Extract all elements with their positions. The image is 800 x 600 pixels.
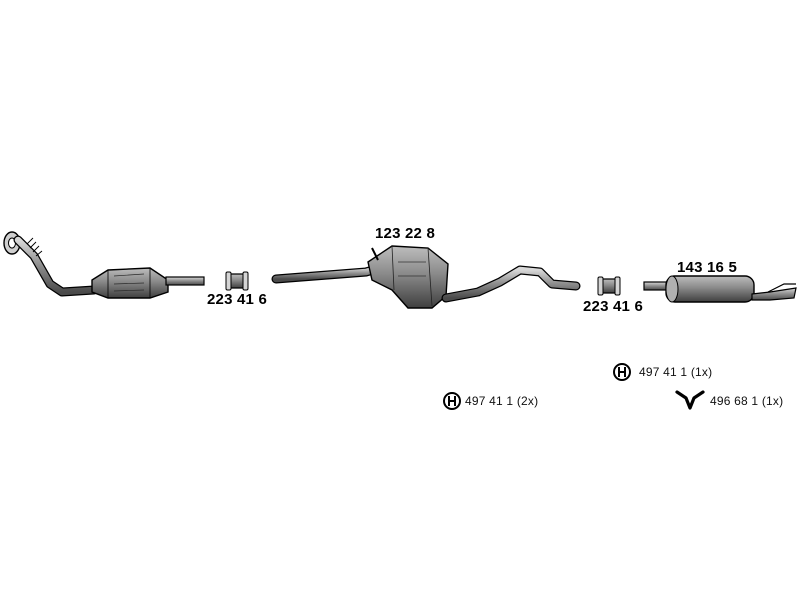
clamp-left-part[interactable]	[225, 271, 249, 291]
clamp-right-part[interactable]	[597, 276, 621, 296]
clamp-right-number: 223 41 6	[583, 298, 643, 315]
hanger-label: 496 68 1 (1x)	[710, 394, 784, 408]
rear-silencer-number: 143 16 5	[677, 259, 737, 276]
clamp-left-number: 223 41 6	[207, 291, 267, 308]
rubber-mount-b-icon	[613, 363, 631, 381]
rubber-mount-b-label: 497 41 1 (1x)	[639, 365, 713, 379]
middle-silencer-body	[367, 245, 449, 309]
middle-silencer-number: 123 22 8	[375, 225, 435, 242]
rubber-mount-a-label: 497 41 1 (2x)	[465, 394, 539, 408]
middle-silencer-part[interactable]	[271, 245, 581, 309]
rear-silencer-body	[665, 275, 755, 303]
front-pipe-part[interactable]	[3, 231, 205, 299]
catalytic-converter	[91, 267, 169, 299]
hanger-icon	[675, 390, 705, 410]
rubber-mount-a-icon	[443, 392, 461, 410]
rear-silencer-part[interactable]	[643, 275, 797, 303]
